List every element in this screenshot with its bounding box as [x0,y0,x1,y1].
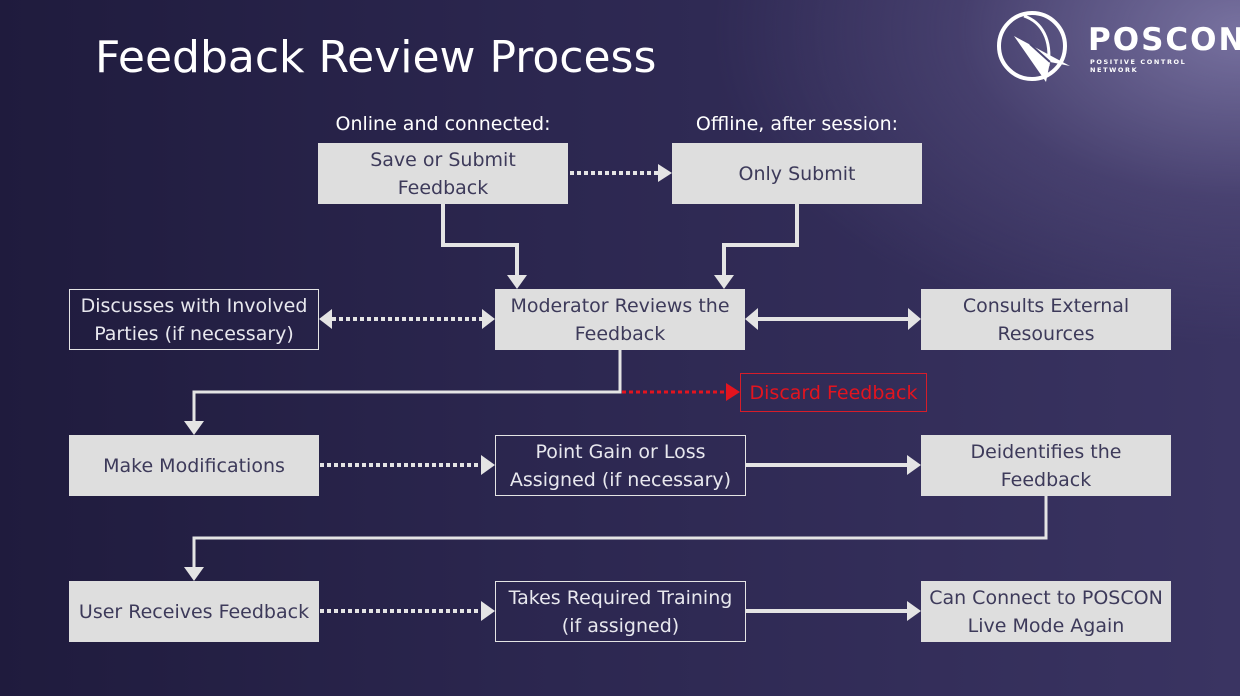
poscon-logo: POSCON POSITIVE CONTROL NETWORK [994,8,1240,86]
edge-only-submit-to-moderator [722,204,799,276]
node-discusses: Discusses with Involved Parties (if nece… [69,289,319,350]
arrowhead [184,421,204,435]
edge-save-to-moderator [441,204,519,276]
arrowhead [481,455,495,475]
arrowhead [714,275,734,289]
node-deidentifies: Deidentifies the Feedback [921,435,1171,496]
edge-deidentifies-to-user-receives [192,496,1048,568]
node-points: Point Gain or Loss Assigned (if necessar… [495,435,746,496]
arrowhead [481,601,495,621]
arrowhead [908,308,921,330]
edge-moderator-to-modifications [192,350,622,422]
arrowhead [184,567,204,581]
arrowhead [745,308,758,330]
arrowhead [658,164,672,182]
node-consults: Consults External Resources [921,289,1171,350]
node-save-submit: Save or Submit Feedback [318,143,568,204]
node-training: Takes Required Training (if assigned) [495,581,746,642]
arrowhead [907,601,921,621]
node-discard: Discard Feedback [740,373,927,412]
node-moderator: Moderator Reviews the Feedback [495,289,745,350]
logo-tagline: POSITIVE CONTROL NETWORK [1090,58,1187,74]
node-modifications: Make Modifications [69,435,319,496]
node-user-receives: User Receives Feedback [69,581,319,642]
arrowhead [482,309,495,329]
slide-title: Feedback Review Process [95,32,657,83]
arrowhead [907,455,921,475]
caption-offline: Offline, after session: [695,113,899,135]
arrowhead [319,309,332,329]
poscon-globe-plane-icon [997,11,1070,82]
node-only-submit: Only Submit [672,143,922,204]
node-reconnect: Can Connect to POSCON Live Mode Again [921,581,1171,642]
arrowhead [726,383,740,401]
logo-wordmark: POSCON [1088,22,1240,58]
caption-online: Online and connected: [335,113,551,135]
arrowhead [507,275,527,289]
